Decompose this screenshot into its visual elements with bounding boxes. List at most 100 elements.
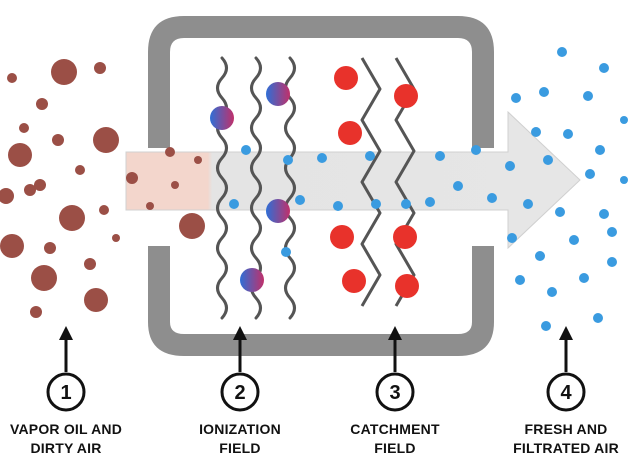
pointer-arrowhead <box>559 326 573 340</box>
dirty-particle <box>7 73 17 83</box>
dirty-particle <box>59 205 85 231</box>
dirty-particle <box>99 205 109 215</box>
clean-air-particle <box>579 273 589 283</box>
clean-air-particle <box>401 199 411 209</box>
clean-air-particle <box>555 207 565 217</box>
clean-air-particle <box>583 91 593 101</box>
pointer-arrowhead <box>233 326 247 340</box>
ionized-particle <box>266 82 290 106</box>
ionized-particle <box>266 199 290 223</box>
clean-air-particle <box>531 127 541 137</box>
step-number-circle <box>220 372 260 412</box>
dirty-particle <box>19 123 29 133</box>
dirty-particle <box>179 213 205 239</box>
dirty-particle <box>84 258 96 270</box>
dirty-particle <box>146 202 154 210</box>
dirty-particle <box>171 181 179 189</box>
clean-air-particle <box>487 193 497 203</box>
particles <box>0 47 628 331</box>
clean-air-particle <box>599 63 609 73</box>
clean-air-particle <box>515 275 525 285</box>
step-number-circle <box>46 372 86 412</box>
step-1-line-2: DIRTY AIR <box>30 440 102 456</box>
filter-wires <box>216 56 416 320</box>
dirty-particle <box>0 188 14 204</box>
clean-air-particle <box>523 199 533 209</box>
dirty-particle <box>31 265 57 291</box>
captured-particle <box>342 269 366 293</box>
dirty-particle <box>51 59 77 85</box>
clean-air-particle <box>535 251 545 261</box>
pointer-arrowhead <box>59 326 73 340</box>
clean-air-particle <box>229 199 239 209</box>
clean-air-particle <box>317 153 327 163</box>
dirty-particle <box>165 147 175 157</box>
dirty-particle <box>93 127 119 153</box>
clean-air-particle <box>283 155 293 165</box>
step-pointers <box>59 326 573 372</box>
clean-air-particle <box>569 235 579 245</box>
clean-air-particle <box>505 161 515 171</box>
clean-air-particle <box>539 87 549 97</box>
clean-air-particle <box>557 47 567 57</box>
dirty-particle <box>44 242 56 254</box>
dirty-particle <box>94 62 106 74</box>
step-number: 3 <box>389 382 400 404</box>
filter-housing <box>148 16 494 356</box>
step-3-line-1: CATCHMENT <box>350 421 440 437</box>
step-2-line-1: IONIZATION <box>199 421 281 437</box>
clean-air-particle <box>599 209 609 219</box>
dirty-particle <box>36 98 48 110</box>
dirty-particle <box>194 156 202 164</box>
clean-air-particle <box>547 287 557 297</box>
step-4-line-1: FRESH AND <box>524 421 608 437</box>
step-label-2: IONIZATION FIELD <box>160 420 320 458</box>
housing-bottom <box>148 246 494 356</box>
step-4-line-2: FILTRATED AIR <box>513 440 619 456</box>
housing-top <box>148 16 494 148</box>
dirty-particle <box>126 172 138 184</box>
clean-air-particle <box>620 116 628 124</box>
step-number-circle <box>375 372 415 412</box>
clean-air-particle <box>435 151 445 161</box>
clean-air-particle <box>563 129 573 139</box>
step-label-1: VAPOR OIL AND DIRTY AIR <box>0 420 146 458</box>
clean-air-particle <box>607 257 617 267</box>
captured-particle <box>395 274 419 298</box>
step-3-line-2: FIELD <box>374 440 416 456</box>
airflow-arrow <box>125 110 581 250</box>
clean-air-particle <box>595 145 605 155</box>
clean-air-particle <box>295 195 305 205</box>
clean-air-particle <box>511 93 521 103</box>
captured-particle <box>334 66 358 90</box>
clean-air-particle <box>543 155 553 165</box>
dirty-particle <box>112 234 120 242</box>
ionization-wire <box>284 56 296 320</box>
catchment-plate <box>360 57 382 307</box>
step-number: 4 <box>560 382 572 404</box>
clean-air-particle <box>333 201 343 211</box>
clean-air-particle <box>371 199 381 209</box>
step-1-line-1: VAPOR OIL AND <box>9 421 123 437</box>
clean-air-particle <box>425 197 435 207</box>
pointer-arrowhead <box>388 326 402 340</box>
captured-particle <box>393 225 417 249</box>
ionized-particle <box>240 268 264 292</box>
captured-particle <box>394 84 418 108</box>
clean-air-particle <box>471 145 481 155</box>
clean-air-particle <box>593 313 603 323</box>
ionization-wire <box>216 56 228 320</box>
clean-air-particle <box>585 169 595 179</box>
clean-air-particle <box>607 227 617 237</box>
dirty-particle <box>30 306 42 318</box>
step-number: 1 <box>60 382 71 404</box>
captured-particle <box>330 225 354 249</box>
step-label-4: FRESH AND FILTRATED AIR <box>486 420 632 458</box>
dirty-particle <box>84 288 108 312</box>
clean-air-particle <box>453 181 463 191</box>
clean-air-particle <box>541 321 551 331</box>
step-label-3: CATCHMENT FIELD <box>315 420 475 458</box>
dirty-particle <box>52 134 64 146</box>
